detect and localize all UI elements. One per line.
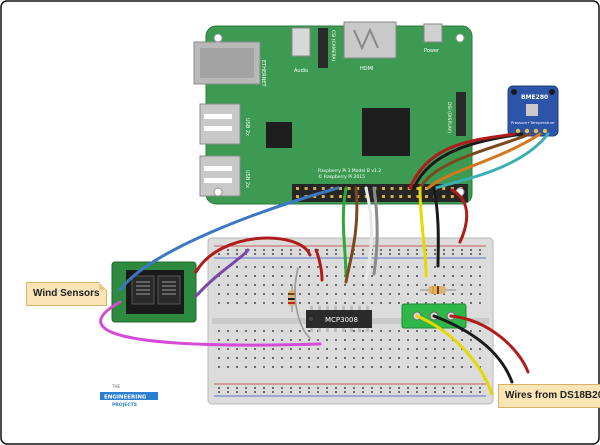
mcp3008-chip: MCP3008 xyxy=(306,306,372,332)
wire-red-vertical xyxy=(450,188,469,244)
wire-gray-thin xyxy=(294,267,311,339)
wire-black-ds18b20 xyxy=(432,314,514,384)
resistor-2 xyxy=(420,286,456,294)
usb-label-2: USB 2x xyxy=(244,170,250,188)
power-label: Power xyxy=(424,48,440,54)
pi-year-label: © Raspberry Pi 2015 xyxy=(318,173,365,180)
wire-yellow-vertical xyxy=(418,186,428,278)
wire-brown xyxy=(344,186,359,284)
wire-magenta xyxy=(99,300,322,347)
lan-chip xyxy=(266,122,292,148)
wire-blue xyxy=(118,186,340,292)
pi-model-label: Raspberry Pi 3 Model B v1.2 xyxy=(318,168,381,174)
sensor-name-label: BME280 xyxy=(521,94,548,101)
sensor-sub-label: Pressure+Temperature xyxy=(511,120,555,125)
brand-top-label: THE xyxy=(111,384,120,389)
wire-black-vertical xyxy=(432,186,440,268)
wires xyxy=(99,132,550,396)
wire-orange-sensor xyxy=(426,132,542,190)
chip-label: MCP3008 xyxy=(325,316,358,324)
brand-mid-label: ENGINEERING xyxy=(104,395,147,401)
wire-red-sensor xyxy=(408,132,516,190)
hdmi-label: HDMI xyxy=(360,66,373,72)
ds18b20-label: Wires from DS18B20 xyxy=(505,390,600,401)
wind-sensors-label: Wind Sensors xyxy=(33,288,100,299)
ds18b20-note: Wires from DS18B20 xyxy=(498,384,600,408)
audio-label: Audio xyxy=(294,68,308,74)
wire-brown-sensor xyxy=(418,132,532,190)
usb-label-1: USB 2x xyxy=(244,118,250,136)
usb-port-1 xyxy=(199,103,241,145)
display-label: DSI (DISPLAY) xyxy=(446,102,452,133)
wire-green xyxy=(341,186,348,278)
soc-chip xyxy=(362,108,410,156)
wire-gray xyxy=(372,186,379,276)
wire-white xyxy=(364,186,373,282)
power-port xyxy=(423,23,443,43)
wire-cyan-sensor xyxy=(434,132,550,190)
audio-jack xyxy=(291,27,311,57)
camera-label: CSI (CAMERA) xyxy=(330,30,336,61)
display-connector xyxy=(456,92,466,136)
brand-logo: THE ENGINEERING PROJECTS xyxy=(100,384,158,408)
wire-yellow-ds18b20 xyxy=(415,314,494,396)
wire-red-ds18b20 xyxy=(449,314,530,374)
resistor-1 xyxy=(288,284,296,312)
ethernet-label: ETHERNET xyxy=(260,60,266,88)
camera-connector xyxy=(318,28,328,68)
bme280-sensor: BME280 Pressure+Temperature xyxy=(507,85,559,137)
rj11-breakout-board xyxy=(111,261,197,323)
raspberry-pi-board: ETHERNET USB 2x USB 2x Audio HDMI Power … xyxy=(193,21,473,205)
wind-sensors-note: Wind Sensors xyxy=(26,282,107,306)
wire-red-1 xyxy=(194,236,312,274)
wire-purple xyxy=(194,248,250,298)
wire-red-2 xyxy=(314,248,324,282)
hdmi-port xyxy=(343,21,397,59)
brand-bottom-label: PROJECTS xyxy=(112,402,137,408)
